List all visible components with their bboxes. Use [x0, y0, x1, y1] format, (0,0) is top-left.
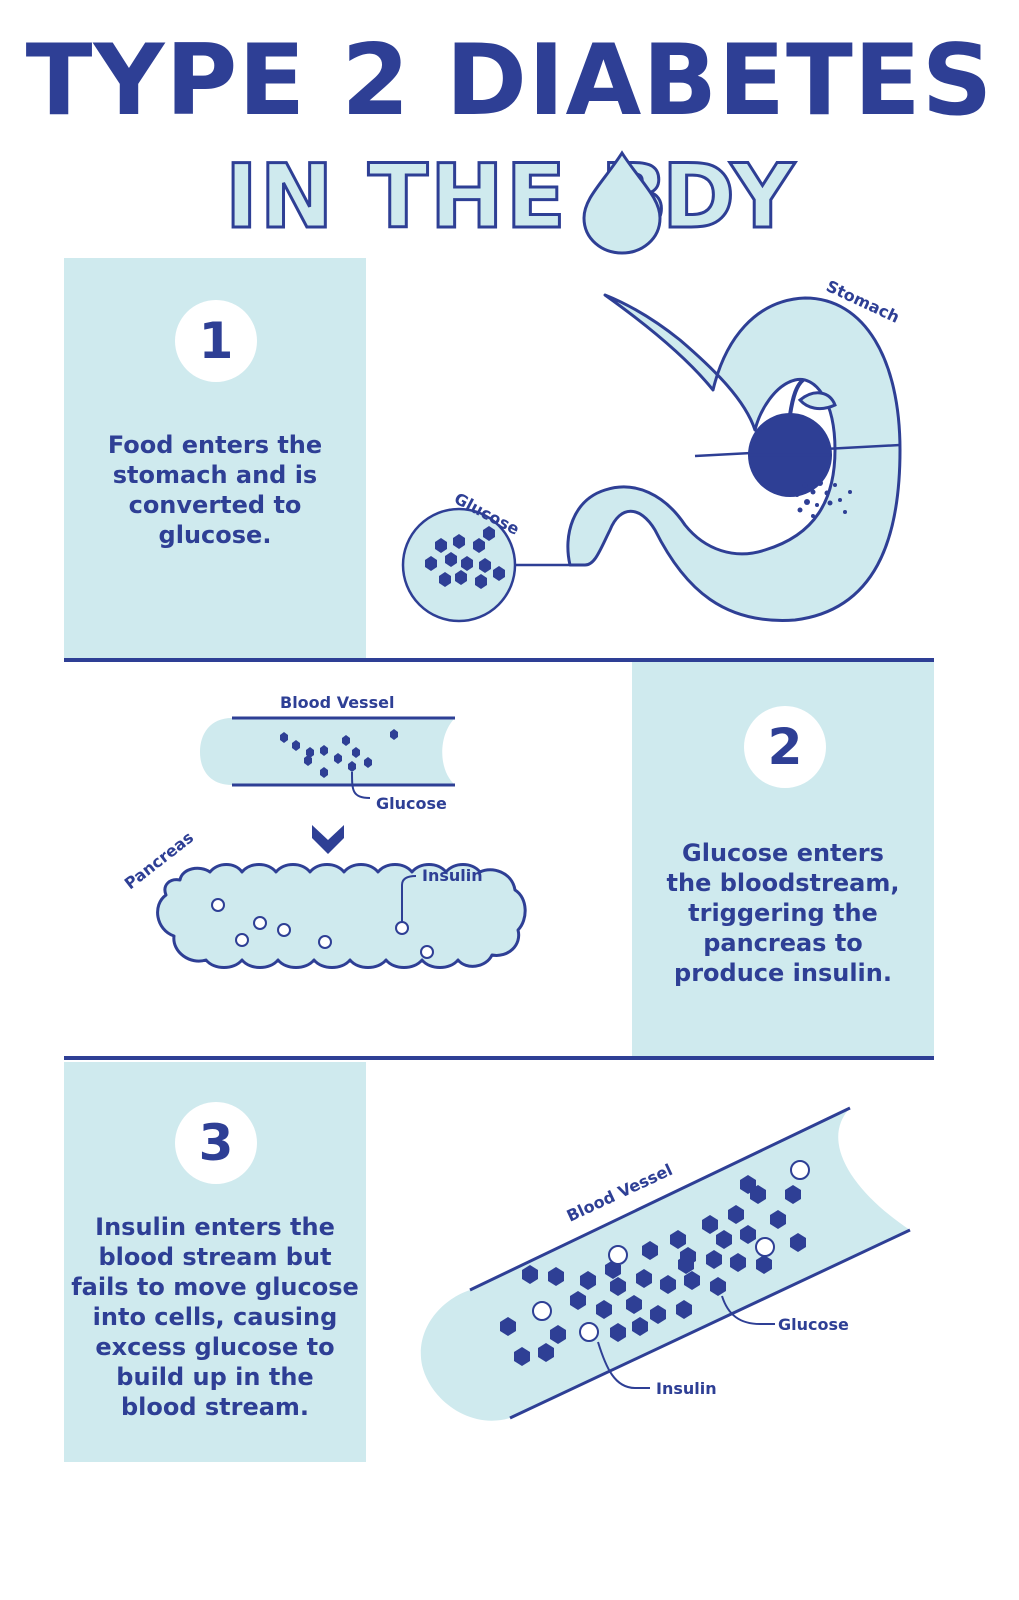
apple-icon [748, 378, 837, 497]
insulin-label: Insulin [422, 866, 483, 885]
blood-vessel-icon-2 [420, 1106, 911, 1421]
step1-number-badge: 1 [175, 300, 257, 382]
glucose-dots [280, 729, 398, 778]
blood-vessel-pancreas-illustration: Blood Vessel Glucose Insulin Pancreas [121, 693, 527, 969]
glucose-label-2: Glucose [376, 794, 447, 813]
step2-text: Glucose enters the bloodstream, triggeri… [666, 839, 900, 987]
step1-text: Food enters the stomach and is converted… [107, 431, 323, 549]
subtitle-part2: DY [662, 145, 796, 248]
glucose-buildup [500, 1175, 806, 1366]
divider-1 [64, 658, 934, 662]
blood-vessel-glucose-buildup-illustration: Blood Vessel [420, 1106, 911, 1421]
insulin-icon-2 [532, 1160, 810, 1342]
step3-text: Insulin enters the blood stream but fail… [71, 1213, 359, 1421]
arrow-down-icon [312, 825, 344, 854]
pancreas-icon [156, 863, 527, 969]
stomach-icon [515, 293, 902, 622]
step3-number-badge: 3 [175, 1102, 257, 1184]
insulin-label-2: Insulin [656, 1379, 717, 1398]
glucose-molecule-icon [401, 507, 517, 623]
drop-icon [582, 150, 662, 255]
page-title: TYPE 2 DIABETES [25, 24, 994, 138]
page-subtitle: IN THE B DY [224, 144, 796, 255]
divider-2 [64, 1056, 934, 1060]
glucose-label-3: Glucose [778, 1315, 849, 1334]
food-particles [795, 480, 852, 518]
stomach-illustration: Stomach Glucose [401, 276, 902, 623]
blood-vessel-icon [200, 716, 455, 799]
insulin-icon [211, 898, 434, 959]
glucose-hexagons [425, 526, 505, 589]
blood-vessel-label: Blood Vessel [280, 693, 394, 712]
step2-number-badge: 2 [744, 706, 826, 788]
